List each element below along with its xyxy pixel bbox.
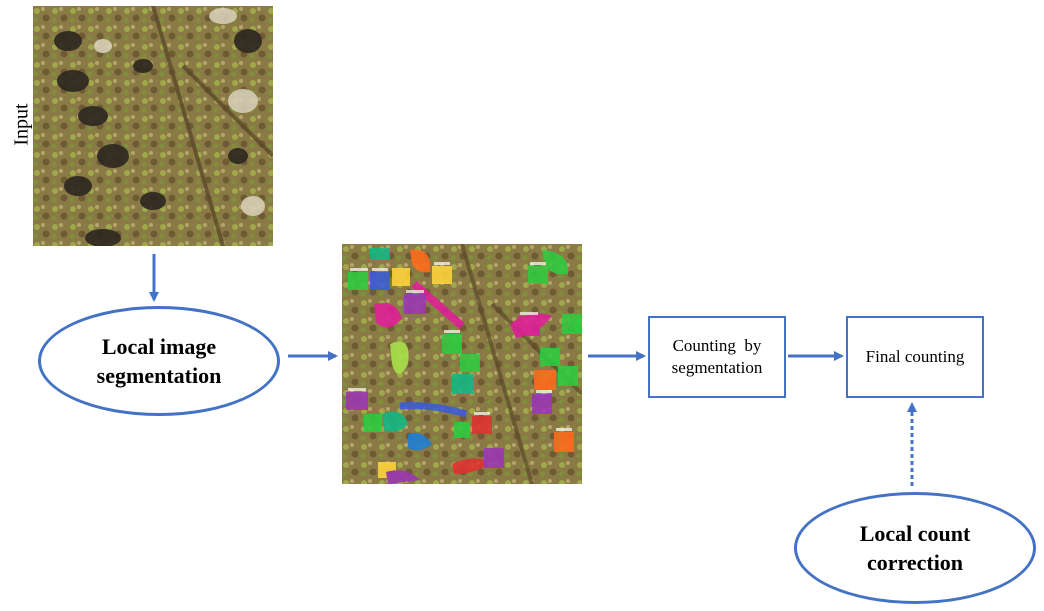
final-counting-node: Final counting: [846, 316, 984, 398]
final-counting-label: Final counting: [865, 347, 965, 366]
counting-by-segmentation-node: Counting by segmentation: [648, 316, 786, 398]
local-image-segmentation-node: Local image segmentation: [38, 306, 280, 416]
segmentation-line1: Local image: [101, 334, 217, 359]
input-image-graphic: [33, 6, 273, 246]
correction-line2: correction: [866, 550, 964, 575]
input-image: [33, 6, 273, 246]
segmented-image: [342, 244, 582, 484]
counting-line2: segmentation: [671, 358, 763, 377]
segmentation-line2: segmentation: [96, 363, 222, 388]
correction-line1: Local count: [859, 521, 971, 546]
counting-line1: Counting by: [672, 336, 762, 355]
local-count-correction-node: Local count correction: [794, 492, 1036, 604]
segmented-image-graphic: [342, 244, 582, 484]
